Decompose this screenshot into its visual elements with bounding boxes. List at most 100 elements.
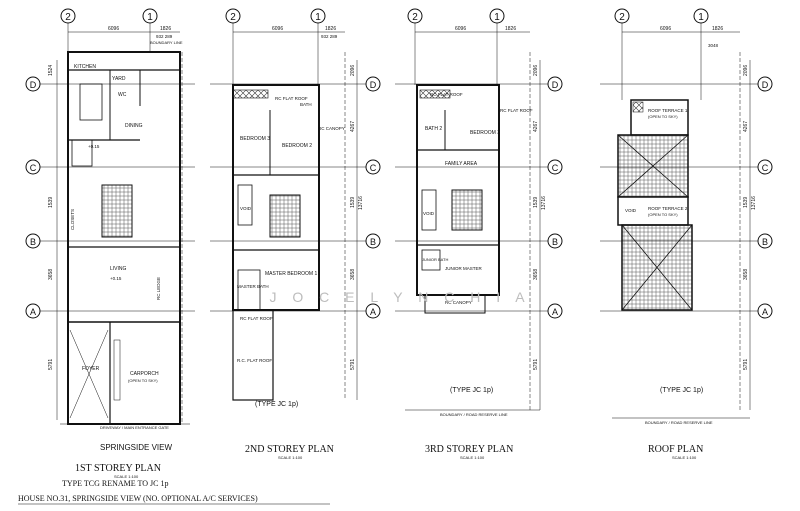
- plan-1st-storey: 2 1 6096 1826 932 289 D C B A: [25, 8, 195, 488]
- svg-text:1524: 1524: [48, 65, 54, 76]
- svg-text:D: D: [30, 80, 37, 90]
- label-boundary-road-roof: BOUNDARY / ROAD RESERVE LINE: [645, 420, 713, 425]
- view-label: SPRINGSIDE VIEW: [100, 443, 172, 452]
- roof-terrace-2-open: (OPEN TO SKY): [648, 212, 678, 217]
- level-mark-living: +0.15: [110, 276, 122, 281]
- label-rc-canopy: RC CANOPY: [318, 126, 345, 131]
- level-mark: +0.15: [88, 144, 100, 149]
- svg-text:1539: 1539: [48, 197, 54, 208]
- label-rc-flat-roof-mid: RC FLAT ROOF: [240, 316, 273, 321]
- room-carporch: CARPORCH: [130, 371, 159, 377]
- svg-text:A: A: [762, 307, 768, 317]
- type-roof: (TYPE JC 1p): [660, 387, 703, 394]
- svg-text:13716: 13716: [751, 196, 757, 210]
- svg-text:2096: 2096: [743, 65, 749, 76]
- label-driveway: DRIVEWAY / MAIN ENTRANCE GATE: [100, 425, 169, 430]
- svg-text:2: 2: [230, 12, 236, 23]
- svg-text:4267: 4267: [350, 121, 356, 132]
- scale-2nd: SCALE 1:100: [278, 455, 303, 460]
- roof-terrace-2: ROOF TERRACE 2: [648, 206, 688, 211]
- svg-text:D: D: [762, 80, 769, 90]
- svg-text:A: A: [370, 307, 376, 317]
- svg-text:932 289: 932 289: [156, 34, 173, 39]
- room-master-bedroom: MASTER BEDROOM 1: [265, 271, 317, 277]
- label-rc-ledge: RC LEDGE: [156, 277, 161, 300]
- watermark: J O C E L Y N C H I A: [269, 289, 530, 305]
- svg-text:2096: 2096: [533, 65, 539, 76]
- scale-1st: SCALE 1:100: [114, 474, 139, 479]
- label-boundary-road-3rd: BOUNDARY / ROAD RESERVE LINE: [440, 412, 508, 417]
- footer-house-note: HOUSE NO.31, SPRINGSIDE VIEW (NO. OPTION…: [18, 494, 258, 503]
- grid-bubble-A: A: [25, 303, 41, 319]
- carporch-open-sky: (OPEN TO SKY): [128, 378, 158, 383]
- room-kitchen: KITCHEN: [74, 64, 96, 70]
- svg-text:5791: 5791: [743, 359, 749, 370]
- svg-text:3658: 3658: [48, 269, 54, 280]
- svg-text:A: A: [552, 307, 558, 317]
- svg-text:1539: 1539: [350, 197, 356, 208]
- roof-terrace-1: ROOF TERRACE 1: [648, 108, 688, 113]
- svg-text:1826: 1826: [505, 26, 516, 32]
- scale-roof: SCALE 1:100: [672, 455, 697, 460]
- type-3rd: (TYPE JC 1p): [450, 387, 493, 394]
- svg-text:5791: 5791: [350, 359, 356, 370]
- type-2nd: (TYPE JC 1p): [255, 401, 298, 408]
- svg-text:1: 1: [147, 12, 153, 23]
- svg-text:D: D: [370, 80, 377, 90]
- svg-text:6096: 6096: [108, 26, 119, 32]
- svg-text:C: C: [370, 163, 377, 173]
- room-bedroom3: BEDROOM 3: [240, 136, 270, 142]
- grid-bubble-2: 2: [60, 8, 76, 24]
- room-junior-bath: JUNIOR BATH: [422, 257, 448, 262]
- svg-text:6096: 6096: [272, 26, 283, 32]
- label-rc-flat-roof-3rd-right: RC FLAT ROOF: [500, 108, 533, 113]
- svg-text:C: C: [552, 163, 559, 173]
- room-dining: DINING: [125, 123, 143, 129]
- room-master-bath: MASTER BATH: [237, 284, 269, 289]
- svg-text:1539: 1539: [743, 197, 749, 208]
- room-family-area: FAMILY AREA: [445, 161, 478, 167]
- svg-text:3048: 3048: [708, 43, 719, 48]
- plan-2nd-storey: 2 1 6096 1826 932 289 D C B A 2096 4267 …: [210, 8, 381, 460]
- svg-text:A: A: [30, 307, 36, 317]
- svg-text:2: 2: [619, 12, 625, 23]
- svg-text:2: 2: [412, 12, 418, 23]
- label-rc-flat-roof-3rd: RC FLAT ROOF: [430, 92, 463, 97]
- grid-bubble-1: 1: [142, 8, 158, 24]
- room-living: LIVING: [110, 266, 127, 272]
- svg-text:5791: 5791: [48, 359, 54, 370]
- plan-roof: 2 1 6096 1826 3048 D C B A 2096 4267 153…: [600, 8, 773, 460]
- title-3rd-storey: 3RD STOREY PLAN: [425, 444, 513, 455]
- svg-text:C: C: [762, 163, 769, 173]
- room-foyer: FOYER: [82, 366, 100, 372]
- title-roof-plan: ROOF PLAN: [648, 444, 703, 455]
- note-type-rename: TYPE TCG RENAME TO JC 1p: [62, 479, 168, 488]
- svg-text:6096: 6096: [455, 26, 466, 32]
- svg-text:4267: 4267: [743, 121, 749, 132]
- svg-text:1826: 1826: [160, 26, 171, 32]
- label-rc-flat-roof-low: R.C. FLAT ROOF: [237, 358, 272, 363]
- void-roof: VOID: [625, 208, 637, 213]
- grid-bubble-B: B: [25, 233, 41, 249]
- svg-text:1539: 1539: [533, 197, 539, 208]
- scale-3rd: SCALE 1:100: [460, 455, 485, 460]
- svg-text:2096: 2096: [350, 65, 356, 76]
- room-bedroom2: BEDROOM 2: [282, 143, 312, 149]
- svg-text:B: B: [370, 237, 376, 247]
- label-rc-canopy-3rd: RC CANOPY: [445, 300, 472, 305]
- svg-text:4267: 4267: [533, 121, 539, 132]
- void-2nd: VOID: [240, 206, 252, 211]
- svg-text:1: 1: [315, 12, 321, 23]
- svg-text:B: B: [762, 237, 768, 247]
- svg-text:3658: 3658: [533, 269, 539, 280]
- svg-text:1: 1: [494, 12, 500, 23]
- room-bath: BATH: [300, 102, 312, 107]
- roof-terrace-1-open: (OPEN TO SKY): [648, 114, 678, 119]
- svg-text:C: C: [30, 163, 37, 173]
- room-junior-master: JUNIOR MASTER: [445, 266, 483, 271]
- title-2nd-storey: 2ND STOREY PLAN: [245, 444, 334, 455]
- room-bath2: BATH 2: [425, 126, 442, 132]
- svg-text:6096: 6096: [660, 26, 671, 32]
- svg-text:13716: 13716: [358, 196, 364, 210]
